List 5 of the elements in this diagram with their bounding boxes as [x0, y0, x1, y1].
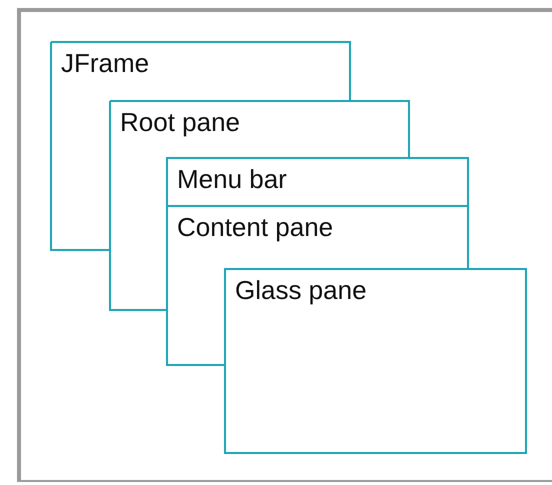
pane-label: JFrame — [61, 48, 150, 78]
pane-label: Content pane — [177, 212, 334, 242]
pane-label: Menu bar — [177, 164, 287, 194]
pane-label: Root pane — [120, 107, 240, 137]
pane-label: Glass pane — [235, 275, 367, 305]
